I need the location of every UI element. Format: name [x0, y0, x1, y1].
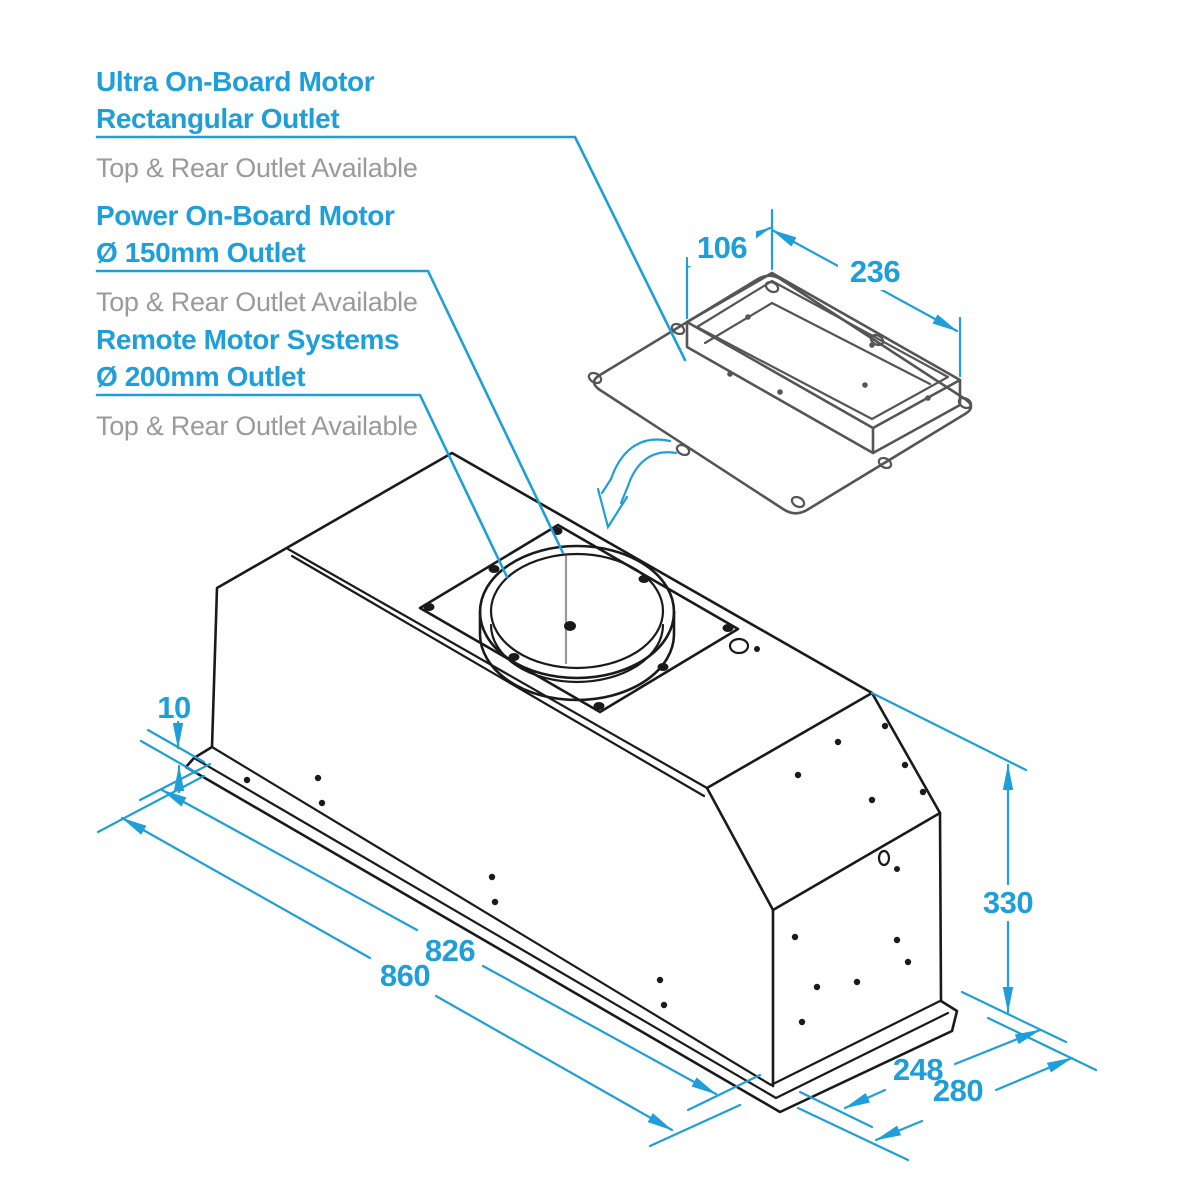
dimension-body-depth: 248: [798, 1028, 1042, 1129]
callout-ultra-onboard: Ultra On-Board Motor Rectangular Outlet: [96, 63, 375, 137]
callout-power-onboard: Power On-Board Motor Ø 150mm Outlet: [96, 197, 395, 271]
callout-remote-motor: Remote Motor Systems Ø 200mm Outlet: [96, 321, 400, 395]
dimension-recess-lip: 10: [139, 690, 206, 794]
rectangular-outlet-plate-drawing: [587, 271, 973, 515]
dimension-outlet-depth: 106: [685, 208, 774, 320]
bottom-hem-line-1: [210, 745, 942, 1087]
dim-826-label: 826: [425, 933, 475, 968]
dimension-overall-length: 860: [96, 774, 742, 1148]
dimension-body-length: 826: [138, 762, 762, 1112]
callout-title: Ø 200mm Outlet: [96, 361, 306, 392]
callout-title: Power On-Board Motor: [96, 200, 395, 231]
callout-title: Ø 150mm Outlet: [96, 237, 306, 268]
dim-860-label: 860: [380, 958, 430, 993]
chamfer-top-fold: [705, 691, 874, 790]
chamfer-bottom-fold: [771, 811, 942, 912]
top-outlet-plate: [418, 523, 740, 714]
dim-330-label: 330: [983, 885, 1033, 920]
outlet-collar: [685, 271, 962, 455]
callout-title: Rectangular Outlet: [96, 103, 340, 134]
dim-236-label: 236: [850, 254, 900, 289]
dim-248-label: 248: [893, 1052, 943, 1087]
cable-hole-dot: [754, 646, 760, 652]
leader-rectangular-outlet: [95, 135, 687, 362]
damper-pivot: [564, 621, 576, 631]
dim-10-label: 10: [157, 690, 190, 725]
bottom-hem-line-2: [192, 756, 950, 1100]
dim-106-label: 106: [697, 230, 747, 265]
hood-unit-drawing: [184, 451, 959, 1114]
round-outlet-collar: [478, 544, 676, 702]
top-seam-line-1: [286, 547, 709, 790]
transfer-arrow-icon: [596, 438, 678, 530]
leader-200mm-outlet: [95, 393, 509, 579]
cable-hole: [728, 637, 750, 655]
dimension-outlet-width: 236: [770, 228, 962, 378]
chamfer-side-edge: [705, 786, 775, 912]
callout-remote-motor-subtitle: Top & Rear Outlet Available: [96, 411, 418, 441]
dim-280-label: 280: [933, 1073, 983, 1108]
leader-150mm-outlet: [95, 269, 565, 555]
hood-body-outline: [184, 451, 959, 1114]
rivet-dots: [243, 722, 927, 1026]
leader-lines: [95, 135, 687, 579]
dimension-body-height: 330: [870, 691, 1068, 1044]
callout-power-onboard-subtitle: Top & Rear Outlet Available: [96, 287, 418, 317]
callout-title: Remote Motor Systems: [96, 324, 400, 355]
keyhole-slot: [877, 849, 891, 867]
top-seam-line-2: [290, 554, 706, 798]
callout-ultra-onboard-subtitle: Top & Rear Outlet Available: [96, 153, 418, 183]
callout-title: Ultra On-Board Motor: [96, 66, 375, 97]
outlet-collar-rivets: [727, 314, 931, 401]
dimension-overall-depth: 280: [796, 1016, 1098, 1162]
